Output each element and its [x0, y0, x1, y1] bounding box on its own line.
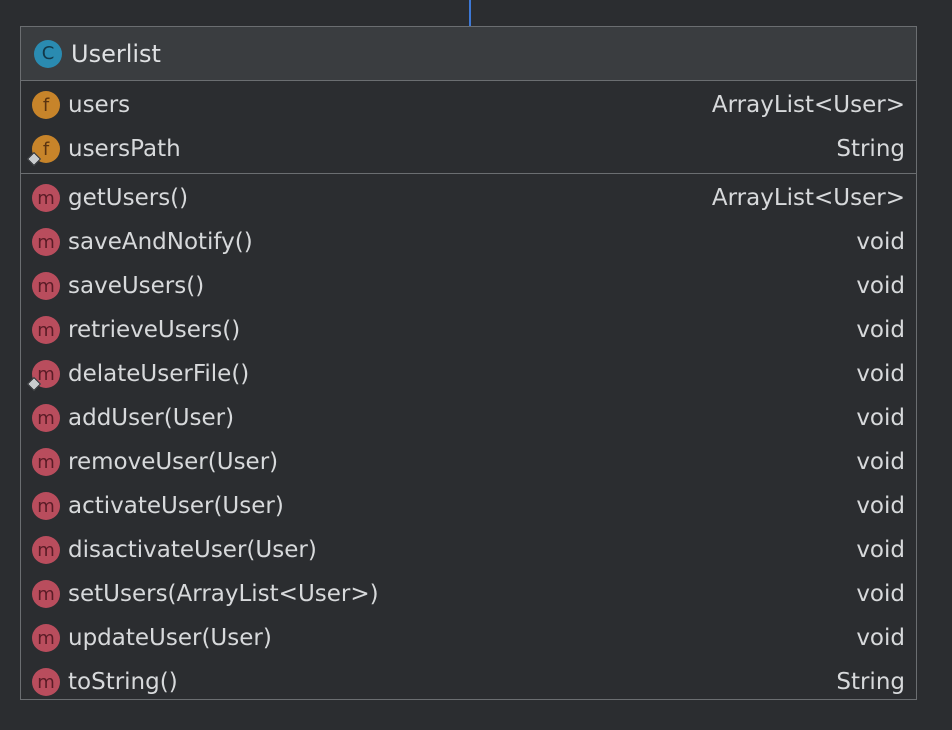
method-name: saveAndNotify()	[68, 229, 253, 255]
method-row[interactable]: m addUser(User) void	[21, 396, 916, 440]
method-row[interactable]: m removeUser(User) void	[21, 440, 916, 484]
method-icon: m	[32, 536, 60, 564]
method-return-type: void	[856, 449, 905, 475]
package-private-icon	[26, 151, 42, 167]
class-header[interactable]: C Userlist	[21, 27, 916, 81]
field-name: usersPath	[68, 136, 181, 162]
method-return-type: void	[856, 493, 905, 519]
method-name: toString()	[68, 669, 178, 695]
field-type: ArrayList<User>	[711, 92, 905, 118]
method-return-type: void	[856, 229, 905, 255]
method-row[interactable]: m retrieveUsers() void	[21, 308, 916, 352]
method-name: setUsers(ArrayList<User>)	[68, 581, 379, 607]
methods-section: m getUsers() ArrayList<User> m saveAndNo…	[21, 174, 916, 706]
method-row[interactable]: m getUsers() ArrayList<User>	[21, 176, 916, 220]
method-name: updateUser(User)	[68, 625, 272, 651]
method-name: delateUserFile()	[68, 361, 250, 387]
method-row[interactable]: m saveAndNotify() void	[21, 220, 916, 264]
method-name: retrieveUsers()	[68, 317, 241, 343]
method-row[interactable]: m setUsers(ArrayList<User>) void	[21, 572, 916, 616]
method-return-type: ArrayList<User>	[711, 185, 905, 211]
method-icon: m	[32, 580, 60, 608]
method-name: activateUser(User)	[68, 493, 284, 519]
method-icon-letter: m	[37, 363, 55, 385]
method-return-type: void	[856, 625, 905, 651]
method-name: saveUsers()	[68, 273, 205, 299]
method-name: getUsers()	[68, 185, 189, 211]
method-row[interactable]: m toString() String	[21, 660, 916, 704]
method-icon: m	[32, 184, 60, 212]
connector-line	[469, 0, 471, 26]
uml-class-box[interactable]: C Userlist f users ArrayList<User> f use…	[20, 26, 917, 700]
class-icon: C	[34, 39, 62, 68]
method-row[interactable]: m activateUser(User) void	[21, 484, 916, 528]
field-icon: f	[26, 135, 60, 167]
method-name: addUser(User)	[68, 405, 235, 431]
method-icon: m	[32, 492, 60, 520]
field-name: users	[68, 92, 131, 118]
field-row[interactable]: f usersPath String	[21, 127, 916, 171]
class-name: Userlist	[71, 39, 161, 68]
field-icon-letter: f	[42, 138, 50, 160]
fields-section: f users ArrayList<User> f usersPath Stri…	[21, 81, 916, 174]
field-icon: f	[32, 91, 60, 119]
method-return-type: void	[856, 537, 905, 563]
method-return-type: void	[856, 581, 905, 607]
method-name: disactivateUser(User)	[68, 537, 317, 563]
method-row[interactable]: m disactivateUser(User) void	[21, 528, 916, 572]
method-icon: m	[32, 668, 60, 696]
method-return-type: void	[856, 273, 905, 299]
method-return-type: void	[856, 405, 905, 431]
method-icon: m	[32, 448, 60, 476]
method-return-type: void	[856, 317, 905, 343]
method-row[interactable]: m saveUsers() void	[21, 264, 916, 308]
method-icon: m	[32, 404, 60, 432]
method-return-type: String	[836, 669, 905, 695]
method-icon: m	[32, 228, 60, 256]
field-type: String	[836, 136, 905, 162]
method-icon: m	[32, 624, 60, 652]
method-icon: m	[26, 360, 60, 392]
field-row[interactable]: f users ArrayList<User>	[21, 83, 916, 127]
method-name: removeUser(User)	[68, 449, 279, 475]
method-row[interactable]: m updateUser(User) void	[21, 616, 916, 660]
method-icon: m	[32, 272, 60, 300]
method-return-type: void	[856, 361, 905, 387]
method-row[interactable]: m delateUserFile() void	[21, 352, 916, 396]
method-icon: m	[32, 316, 60, 344]
